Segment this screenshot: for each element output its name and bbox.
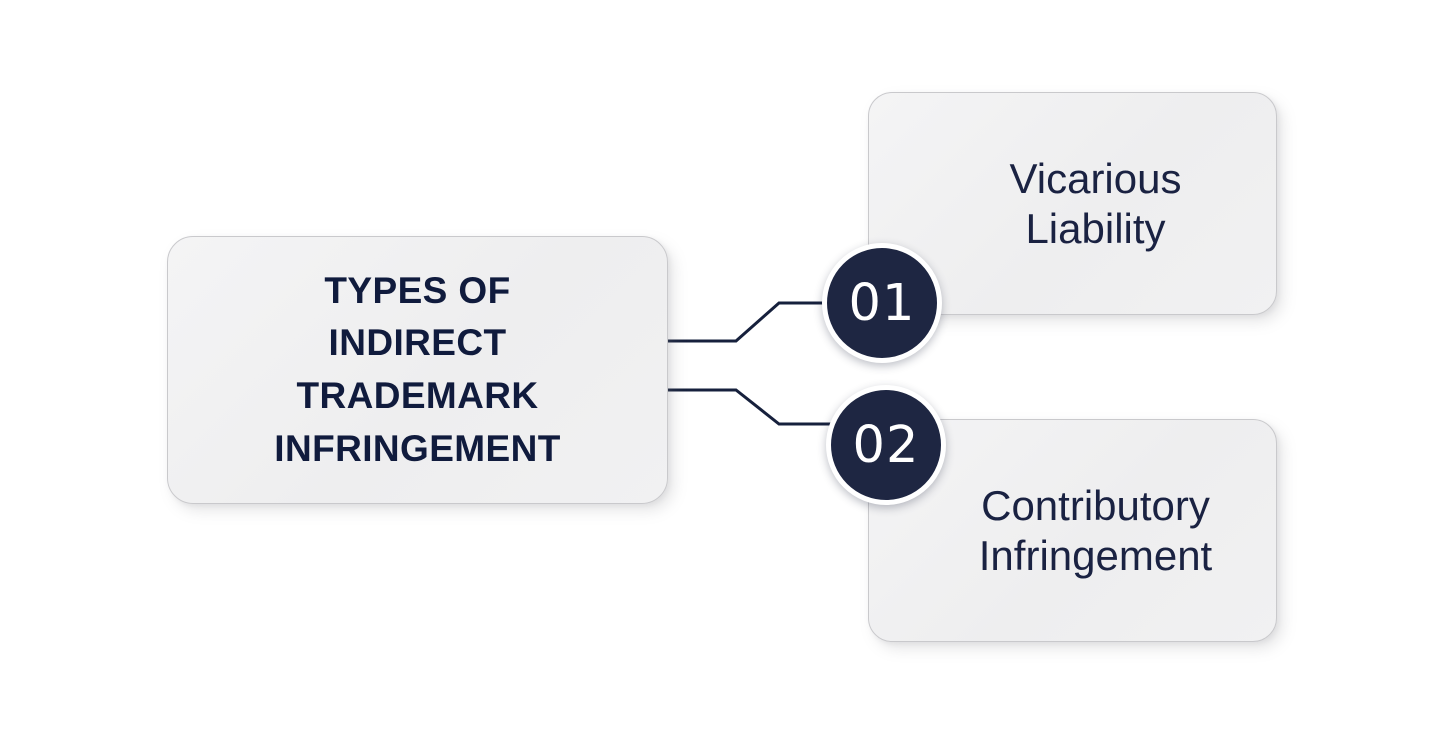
root-node-title: TYPES OF INDIRECT TRADEMARK INFRINGEMENT bbox=[274, 269, 561, 469]
number-badge-02: 02 bbox=[826, 385, 946, 505]
branch-card-vicarious-liability: Vicarious Liability bbox=[868, 92, 1277, 315]
number-badge-label: 01 bbox=[848, 273, 916, 333]
number-badge-01: 01 bbox=[822, 243, 942, 363]
branch-card-label: Vicarious Liability bbox=[1009, 155, 1182, 252]
branch-card-label: Contributory Infringement bbox=[978, 482, 1213, 579]
root-node-card: TYPES OF INDIRECT TRADEMARK INFRINGEMENT bbox=[167, 236, 668, 504]
number-badge-label: 02 bbox=[852, 415, 920, 475]
